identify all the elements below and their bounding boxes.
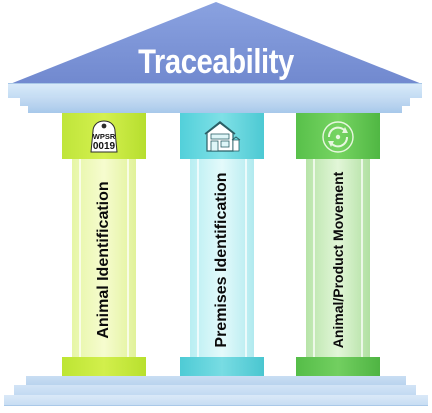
foundation-step-middle: [14, 385, 416, 395]
pillar-base: [296, 357, 380, 377]
entablature-top: [8, 83, 422, 98]
pillar-label: Animal/Product Movement: [330, 171, 346, 349]
shaft-fluting: [197, 159, 247, 361]
ear-tag-text-line2: 0019: [93, 141, 116, 152]
pillar-capital: [296, 113, 380, 159]
shaft-fluting: [313, 159, 363, 361]
circular-arrows-icon: [322, 121, 354, 153]
pillar-animal-product-movement: Animal/Product Movement: [296, 113, 380, 377]
pillar-shaft: Animal Identification: [72, 159, 136, 361]
entablature-middle: [20, 96, 410, 106]
pillar-label: Animal Identification: [95, 181, 112, 339]
ear-tag-icon: WPSR 0019: [90, 120, 118, 153]
pillar-base: [180, 357, 264, 377]
pillar-shaft: Animal/Product Movement: [306, 159, 370, 361]
diagram-title: Traceability: [138, 43, 294, 81]
pillar-premises-identification: Premises Identification: [180, 113, 264, 377]
pillar-shaft: Premises Identification: [190, 159, 254, 361]
pillar-base: [62, 357, 146, 377]
pillar-capital: WPSR 0019: [62, 113, 146, 159]
foundation-step-top: [26, 376, 406, 385]
foundation-step-bottom: [4, 395, 428, 406]
pillar-label: Premises Identification: [213, 172, 230, 348]
pillar-animal-identification: WPSR 0019 Animal Identification: [62, 113, 146, 377]
ear-tag-text-line1: WPSR: [93, 132, 116, 141]
entablature-lower: [28, 105, 402, 113]
shaft-fluting: [79, 159, 129, 361]
farm-building-icon: [204, 120, 241, 152]
temple-roof: [10, 2, 422, 84]
pillar-capital: [180, 113, 264, 159]
